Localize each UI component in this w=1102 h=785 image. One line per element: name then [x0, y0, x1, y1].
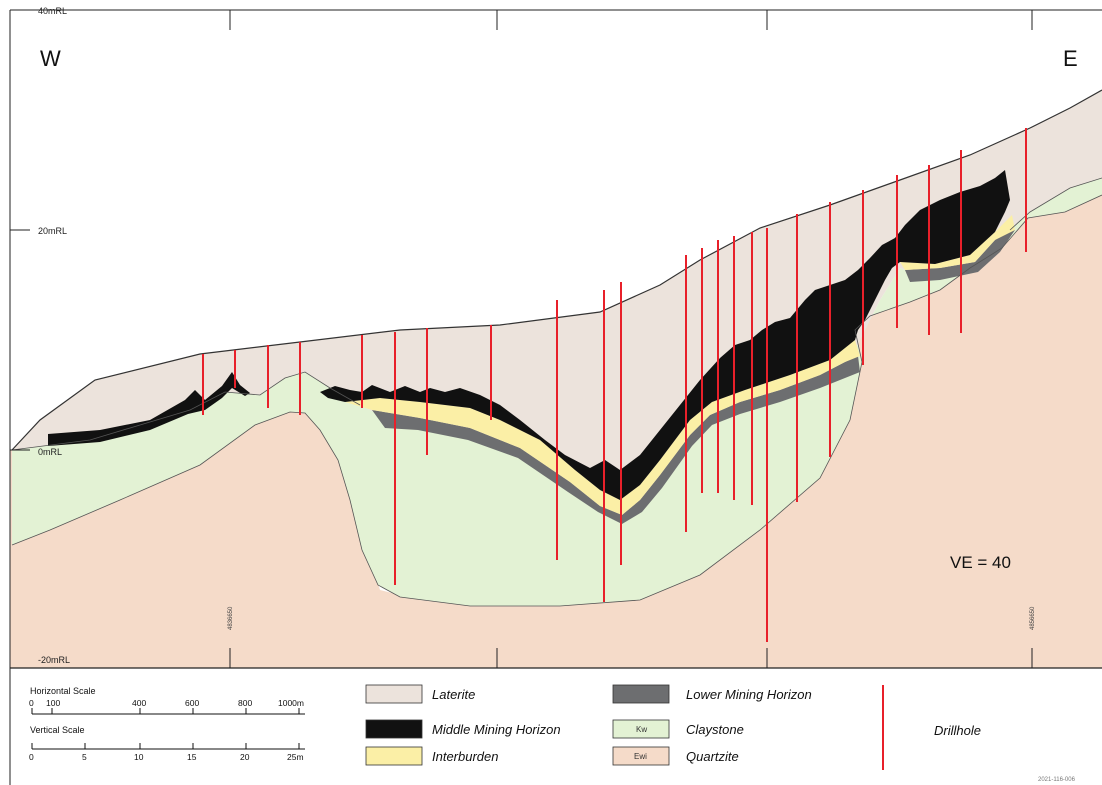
legend-swatch-quartzite — [612, 746, 670, 766]
middle-mining-horizon — [320, 170, 1010, 500]
h-tick-600: 600 — [185, 698, 199, 708]
drillholes — [202, 128, 1027, 642]
west-ore-lens — [48, 372, 250, 446]
basement-line — [11, 194, 1102, 607]
quartzite-layer — [10, 195, 1102, 668]
figure-number: 2021-116-006 — [1038, 777, 1076, 783]
v-tick-15: 15 — [187, 752, 197, 762]
rl-label-40: 40mRL — [38, 6, 67, 16]
legend-label-claystone: Claystone — [686, 722, 744, 737]
legend: Laterite Middle Mining Horizon Interburd… — [365, 684, 981, 770]
frame — [9, 9, 1102, 785]
west-label: W — [40, 46, 61, 71]
rl-label-0: 0mRL — [38, 447, 62, 457]
h-tick-1000: 1000m — [278, 698, 304, 708]
v-tick-25: 25m — [287, 752, 304, 762]
h-tick-100: 100 — [46, 698, 60, 708]
legend-label-quartzite: Quartzite — [686, 749, 739, 764]
legend-label-laterite: Laterite — [432, 687, 475, 702]
h-tick-800: 800 — [238, 698, 252, 708]
h-tick-400: 400 — [132, 698, 146, 708]
claystone-east-line — [1009, 177, 1102, 231]
v-tick-0: 0 — [29, 752, 34, 762]
legend-label-lower-mining-horizon: Lower Mining Horizon — [686, 687, 812, 702]
gridline-ref-east: 4856650 — [1030, 606, 1036, 630]
legend-label-middle-mining-horizon: Middle Mining Horizon — [432, 722, 561, 737]
vertical-scale-title: Vertical Scale — [30, 725, 85, 735]
legend-code-claystone: Kw — [636, 725, 647, 734]
horizontal-scale: Horizontal Scale 0 100 400 600 800 1000m — [29, 686, 305, 715]
rl-label-20: 20mRL — [38, 226, 67, 236]
claystone-top-line — [11, 371, 361, 451]
v-tick-20: 20 — [240, 752, 250, 762]
vertical-scale: Vertical Scale 0 5 10 15 20 25m — [29, 725, 305, 762]
lower-mining-horizon — [372, 356, 860, 524]
legend-swatch-lower-mining-horizon — [612, 684, 670, 704]
east-label: E — [1063, 46, 1078, 71]
legend-swatch-claystone — [612, 719, 670, 739]
legend-swatch-interburden — [365, 746, 423, 766]
interburden-east — [900, 215, 1015, 270]
horizontal-scale-title: Horizontal Scale — [30, 686, 96, 696]
legend-code-quartzite: Ewi — [634, 752, 647, 761]
h-tick-0: 0 — [29, 698, 34, 708]
rl-label-minus20: -20mRL — [38, 655, 70, 665]
v-tick-5: 5 — [82, 752, 87, 762]
vertical-exaggeration: VE = 40 — [950, 553, 1011, 572]
legend-swatch-laterite — [365, 684, 423, 704]
legend-label-drillhole: Drillhole — [934, 723, 981, 738]
v-tick-10: 10 — [134, 752, 144, 762]
ground-surface-line — [11, 89, 1102, 451]
legend-swatch-middle-mining-horizon — [365, 719, 423, 739]
gridline-ref-west: 4836650 — [228, 606, 234, 630]
legend-label-interburden: Interburden — [432, 749, 499, 764]
